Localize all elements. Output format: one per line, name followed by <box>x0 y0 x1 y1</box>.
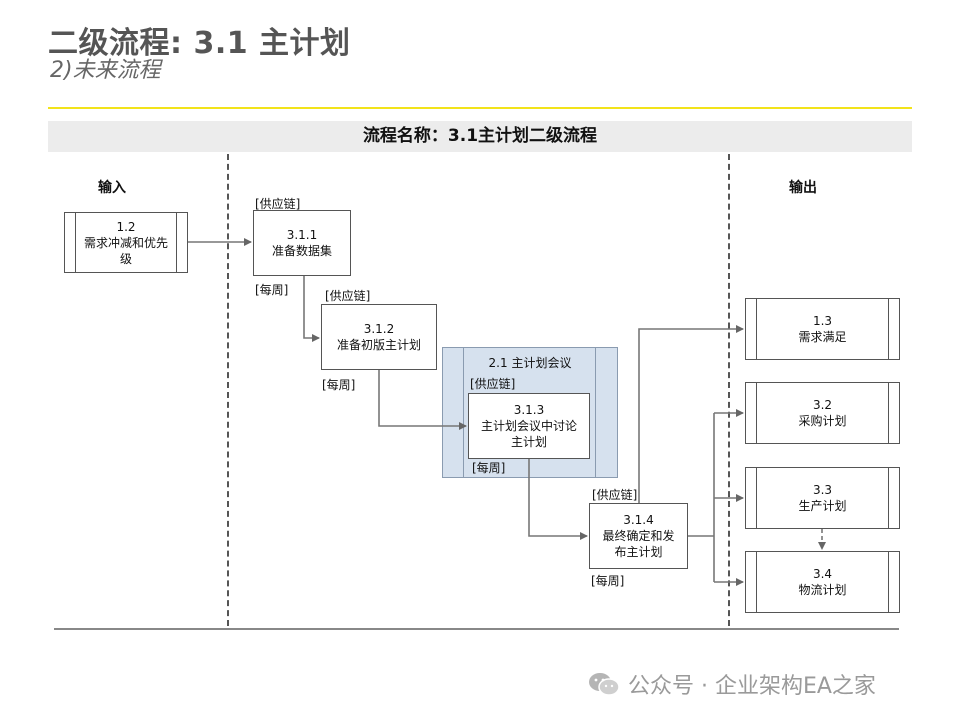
connector-3-1-2-to-3-1-3 <box>378 370 467 430</box>
page-subtitle: 2)未来流程 <box>50 58 161 83</box>
output-box-1-3: 1.3 需求满足 <box>745 298 900 360</box>
output-id: 3.3 <box>812 483 833 497</box>
connector-3-1-1-to-3-1-2 <box>303 276 320 342</box>
step-role-tag: [供应链] <box>470 377 516 391</box>
title-divider <box>48 107 912 109</box>
output-text: 需求满足 <box>798 330 847 344</box>
connector-3-1-4-to-1-3 <box>638 325 744 503</box>
input-box-id: 1.2 <box>116 219 136 234</box>
output-text: 采购计划 <box>798 414 847 428</box>
step-role-tag: [供应链] <box>255 197 301 211</box>
step-freq-tag: [每周] <box>255 283 289 297</box>
output-box-3-4: 3.4 物流计划 <box>745 551 900 613</box>
step-box-3-1-1: 3.1.1 准备数据集 <box>253 210 351 276</box>
step-text: 主计划会议中讨论主计划 <box>480 419 577 449</box>
step-box-3-1-4: 3.1.4 最终确定和发布主计划 <box>589 503 688 569</box>
process-name-header: 流程名称：3.1主计划二级流程 <box>48 121 912 152</box>
output-label: 输出 <box>789 180 817 196</box>
output-text: 生产计划 <box>798 499 847 513</box>
step-freq-tag: [每周] <box>472 461 506 475</box>
wechat-icon <box>589 673 620 696</box>
input-box-text: 需求冲减和优先级 <box>84 235 169 266</box>
input-divider <box>227 154 229 626</box>
connector-3-1-3-to-3-1-4 <box>528 459 588 540</box>
step-role-tag: [供应链] <box>592 488 638 502</box>
output-text: 物流计划 <box>798 583 847 597</box>
group-title: 2.1 主计划会议 <box>488 356 572 370</box>
step-text: 准备初版主计划 <box>336 338 421 352</box>
output-box-3-3: 3.3 生产计划 <box>745 467 900 529</box>
input-box-1-2: 1.2 需求冲减和优先级 <box>64 212 188 273</box>
bottom-divider <box>54 628 899 630</box>
step-freq-tag: [每周] <box>322 378 356 392</box>
step-text: 准备数据集 <box>271 244 332 258</box>
output-id: 3.2 <box>812 398 833 412</box>
step-id: 3.1.4 <box>623 513 654 527</box>
watermark-text: 公众号 · 企业架构EA之家 <box>628 674 876 699</box>
step-id: 3.1.2 <box>363 322 395 336</box>
output-id: 3.4 <box>812 567 833 581</box>
input-label: 输入 <box>98 180 126 196</box>
step-id: 3.1.3 <box>513 403 545 417</box>
output-divider <box>728 154 730 626</box>
watermark: 公众号 · 企业架构EA之家 <box>588 668 876 700</box>
page-title: 二级流程: 3.1 主计划 <box>48 26 351 61</box>
step-box-3-1-3: 3.1.3 主计划会议中讨论主计划 <box>468 393 590 459</box>
step-freq-tag: [每周] <box>591 574 625 588</box>
step-text: 最终确定和发布主计划 <box>602 529 675 559</box>
output-id: 1.3 <box>812 314 833 328</box>
output-box-3-2: 3.2 采购计划 <box>745 382 900 444</box>
step-id: 3.1.1 <box>286 228 318 242</box>
step-role-tag: [供应链] <box>325 289 371 303</box>
step-box-3-1-2: 3.1.2 准备初版主计划 <box>321 304 437 370</box>
